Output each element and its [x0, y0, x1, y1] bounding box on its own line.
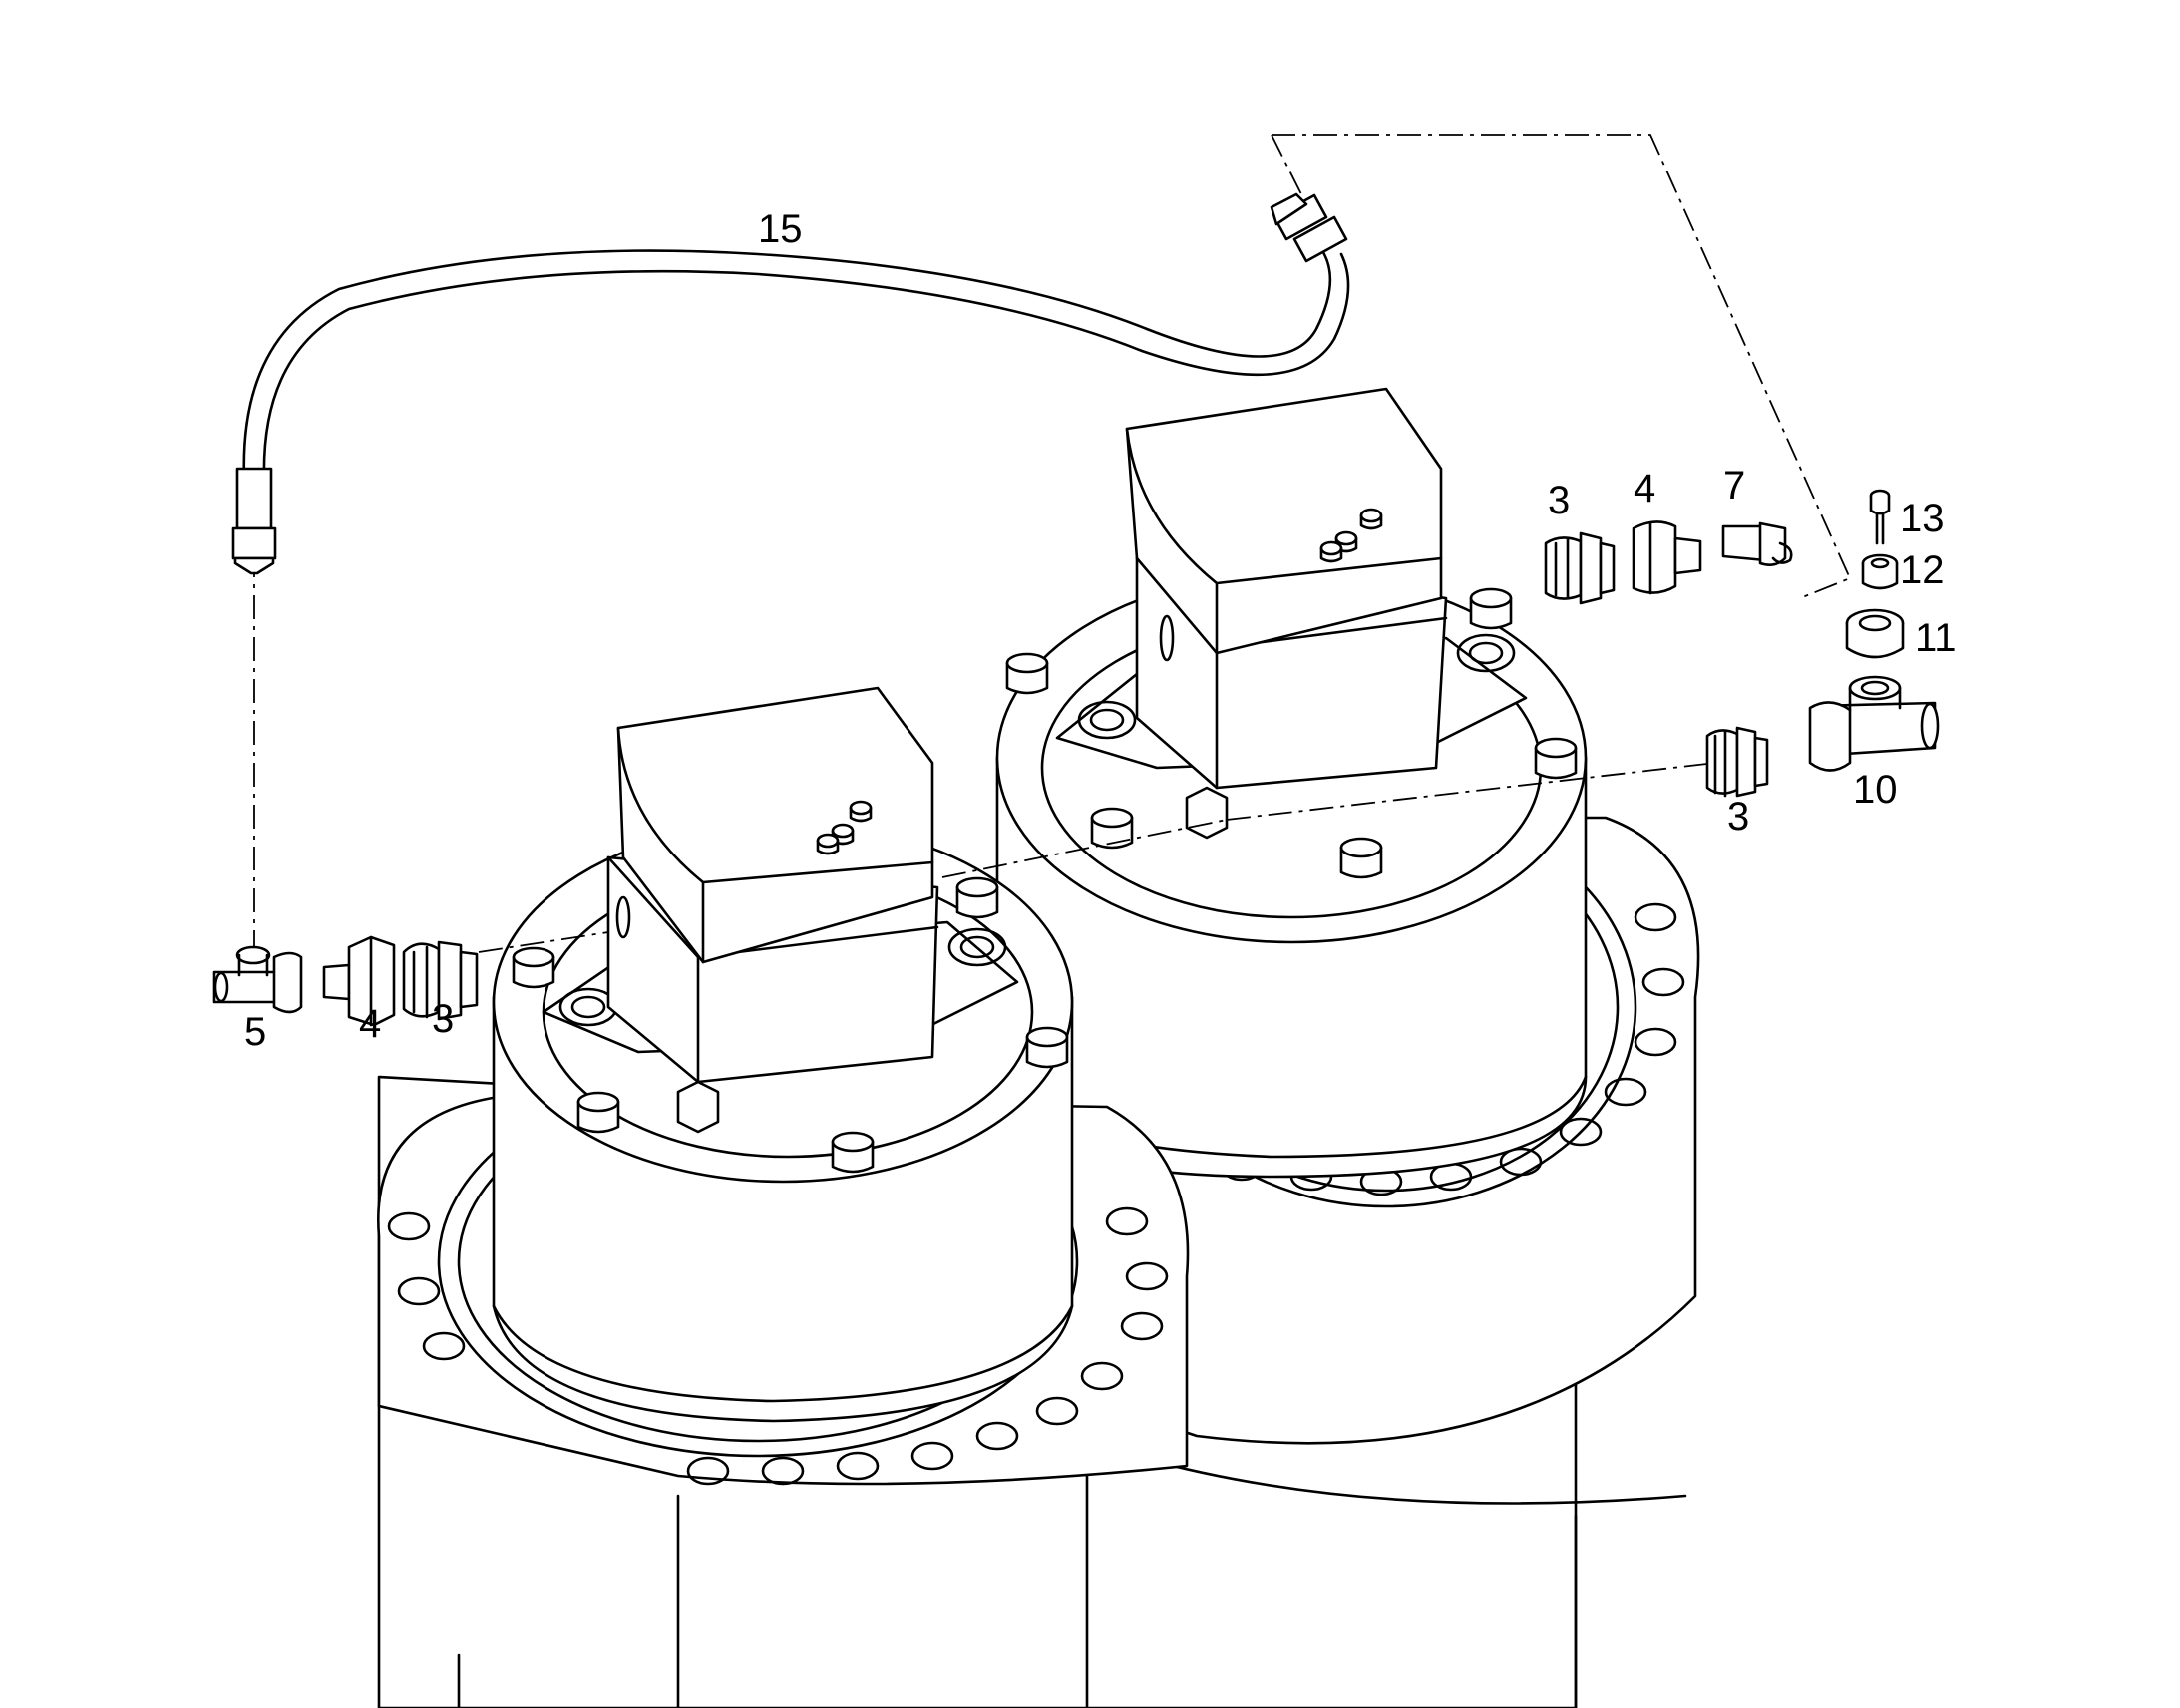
- callout-4-top: 4: [1634, 467, 1655, 511]
- callout-3-left: 3: [432, 997, 454, 1041]
- callout-11: 11: [1915, 616, 1957, 660]
- front-flange-bolt-holes: [387, 1206, 1169, 1486]
- callout-10: 10: [1853, 768, 1898, 812]
- callout-12: 12: [1900, 548, 1945, 592]
- nut-12[interactable]: [1861, 553, 1899, 590]
- callout-3-top: 3: [1548, 479, 1570, 522]
- union-fitting-3-top[interactable]: [1544, 531, 1616, 605]
- hydraulic-hose[interactable]: [231, 192, 1350, 575]
- adapter-fitting-4-left[interactable]: [322, 935, 396, 1027]
- callout-15: 15: [758, 207, 803, 251]
- callout-labels: 15 3 4 7 13 12 11 10 3 5 4 3: [244, 207, 1957, 1054]
- vent-screw-13[interactable]: [1869, 489, 1891, 545]
- union-fitting-3-mid[interactable]: [1705, 726, 1769, 798]
- nut-11[interactable]: [1845, 608, 1905, 659]
- union-fitting-3-left[interactable]: [402, 940, 479, 1021]
- rear-top-studs: [1005, 587, 1578, 879]
- callout-13: 13: [1900, 497, 1945, 540]
- adapter-fitting-4-top[interactable]: [1632, 520, 1702, 595]
- tee-fitting-5[interactable]: [212, 945, 303, 1014]
- callout-7: 7: [1723, 464, 1745, 508]
- callout-5: 5: [244, 1010, 266, 1054]
- callout-4-left: 4: [359, 1002, 381, 1046]
- front-top-studs: [512, 876, 1069, 1174]
- tee-fitting-10[interactable]: [1808, 675, 1940, 772]
- elbow-fitting-7[interactable]: [1721, 521, 1793, 566]
- callout-3-mid: 3: [1727, 795, 1749, 839]
- front-drive-motor: [376, 686, 1190, 1708]
- rear-drive-motor: [995, 387, 1700, 1708]
- assembly-center-lines: [253, 134, 1852, 953]
